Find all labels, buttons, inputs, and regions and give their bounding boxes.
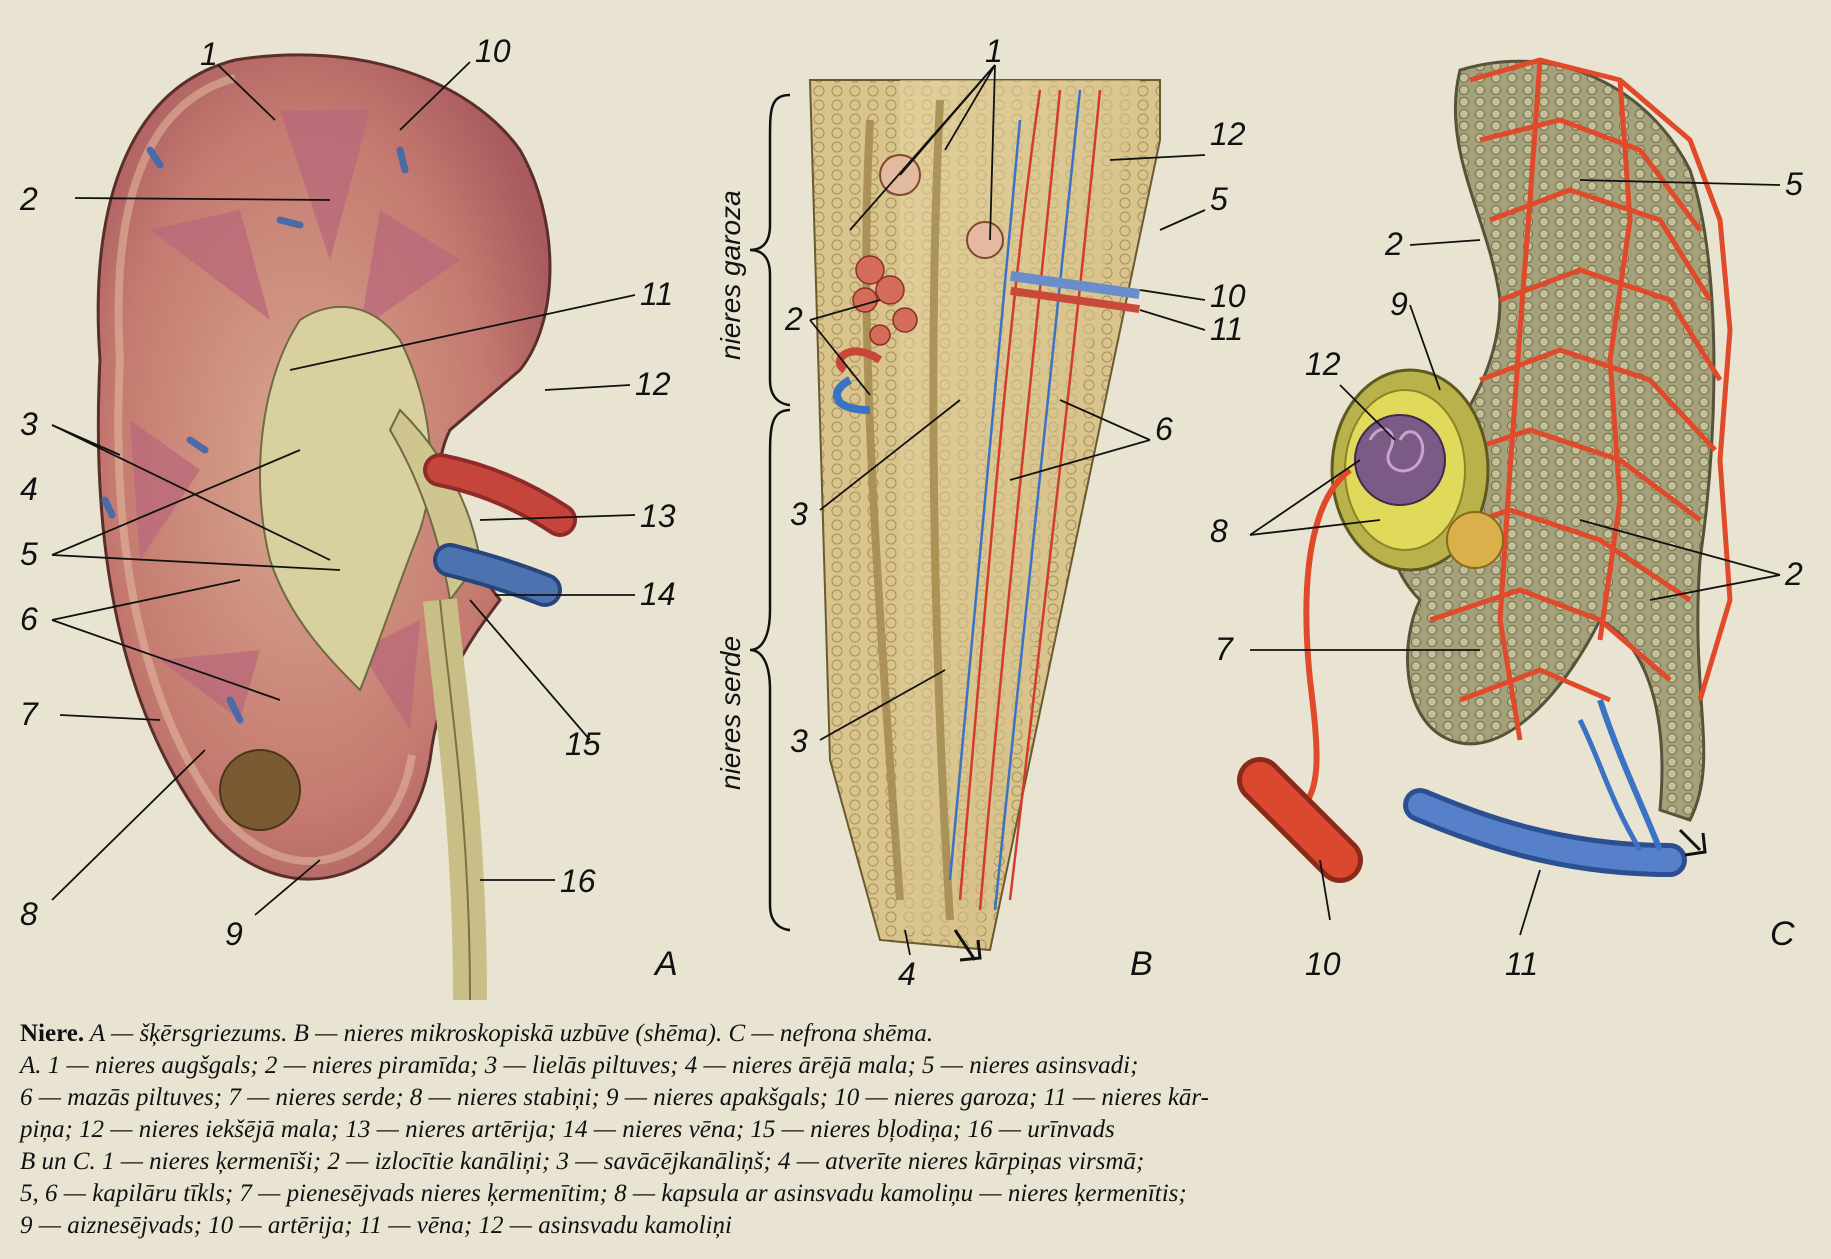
nephron-kidney-diagram: 1 10 2 11 12 3 4 5 13 14 6 7 15 8 16 9 1… (19, 33, 1803, 1001)
label-c-10: 10 (1305, 946, 1341, 982)
caption-line-7: 9 — aiznesējvads; 10 — artērija; 11 — vē… (20, 1212, 732, 1239)
caption-line-4: piņa; 12 — nieres iekšējā mala; 13 — nie… (20, 1116, 1115, 1143)
caption-title: Niere. (20, 1020, 85, 1047)
label-b-2: 2 (784, 301, 803, 337)
label-c-8: 8 (1210, 513, 1228, 549)
section-label-medulla: nieres serde (715, 636, 746, 790)
label-a-11: 11 (640, 276, 673, 312)
label-a-9: 9 (225, 916, 243, 952)
label-c-12: 12 (1305, 346, 1341, 382)
label-b-3a: 3 (790, 496, 808, 532)
label-b-1: 1 (985, 33, 1003, 69)
label-a-2: 2 (19, 181, 38, 217)
label-a-3: 3 (20, 406, 38, 442)
caption-line-2: A. 1 — nieres augšgals; 2 — nieres piram… (20, 1052, 1139, 1079)
label-a-7: 7 (20, 696, 39, 732)
label-b-11: 11 (1210, 311, 1243, 347)
label-a-8: 8 (20, 896, 38, 932)
caption-line-5: B un C. 1 — nieres ķermenīši; 2 — izlocī… (20, 1148, 1145, 1175)
label-b-10: 10 (1210, 278, 1246, 314)
label-c-7: 7 (1215, 631, 1234, 667)
caption-line-3: 6 — mazās piltuves; 7 — nieres serde; 8 … (20, 1084, 1209, 1111)
caption-line-6: 5, 6 — kapilāru tīkls; 7 — pienesējvads … (20, 1180, 1187, 1207)
section-label-cortex: nieres garoza (715, 190, 746, 360)
label-b-3b: 3 (790, 723, 808, 759)
label-a-10: 10 (475, 33, 511, 69)
panel-letter-a: A (653, 945, 678, 983)
panel-letter-c: C (1770, 915, 1795, 953)
label-b-4: 4 (898, 956, 916, 992)
label-a-16: 16 (560, 863, 596, 899)
nephron-scheme (1237, 57, 1733, 883)
label-b-12: 12 (1210, 116, 1246, 152)
label-a-6: 6 (20, 601, 38, 637)
caption-subtitle: A — šķērsgriezums. B — nieres mikroskopi… (84, 1020, 934, 1047)
label-a-4: 4 (20, 471, 38, 507)
caption-line-1: Niere. A — šķērsgriezums. B — nieres mik… (20, 1018, 1810, 1050)
label-a-14: 14 (640, 576, 676, 612)
label-c-11: 11 (1505, 946, 1538, 982)
label-c-2a: 2 (1384, 226, 1403, 262)
label-a-1: 1 (200, 36, 218, 72)
label-a-5: 5 (20, 536, 38, 572)
label-c-2b: 2 (1784, 556, 1803, 592)
label-a-13: 13 (640, 498, 676, 534)
label-a-12: 12 (635, 366, 671, 402)
label-b-6: 6 (1155, 411, 1173, 447)
label-b-5: 5 (1210, 181, 1228, 217)
kidney-cross-section (96, 53, 577, 1001)
kidney-microscopic-structure (749, 79, 1161, 962)
label-a-15: 15 (565, 726, 601, 762)
panel-letter-b: B (1130, 945, 1153, 983)
label-c-5: 5 (1785, 166, 1803, 202)
leader-lines (51, 61, 1781, 956)
label-c-9: 9 (1390, 286, 1408, 322)
